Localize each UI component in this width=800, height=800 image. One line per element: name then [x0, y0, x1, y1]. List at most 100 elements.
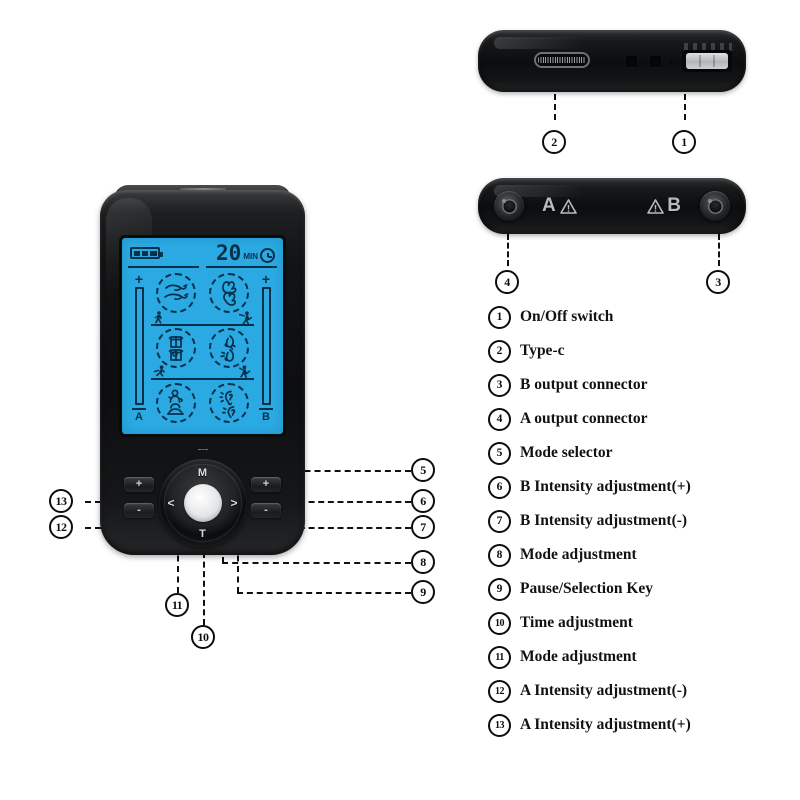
power-slider-switch[interactable]: [686, 53, 728, 69]
callout-12-a-intensity-minus[interactable]: 12: [49, 515, 73, 539]
legend-item-12[interactable]: 12 A Intensity adjustment(-): [488, 674, 788, 708]
walking-figure-icon: [154, 310, 162, 324]
a-output-jack[interactable]: [494, 191, 524, 221]
mode-cell-1[interactable]: [151, 273, 201, 314]
legend-item-6[interactable]: 6 B Intensity adjustment(+): [488, 470, 788, 504]
legend-label-11: Mode adjustment: [520, 648, 637, 665]
leader-line-1: [684, 94, 686, 120]
legend-label-2: Type-c: [520, 342, 565, 359]
mode-cell-6[interactable]: [205, 382, 255, 423]
arm-massage-icon: [155, 273, 196, 314]
legend-bubble-2: 2: [488, 339, 511, 363]
main-device-front-view: 20 MIN + A: [100, 185, 305, 555]
leader-line-7: [270, 527, 411, 529]
mode-cell-5[interactable]: [151, 382, 201, 423]
device-top-edge-view: [478, 30, 746, 92]
warning-triangle-icon-b: [647, 198, 665, 214]
battery-indicator: [130, 247, 163, 259]
leader-line-6: [270, 501, 411, 503]
dpad-time-label[interactable]: T: [199, 528, 206, 540]
legend-list: 1 On/Off switch 2 Type-c 3 B output conn…: [488, 300, 788, 742]
leader-line-4: [507, 234, 509, 266]
b-jack-inner: [707, 198, 723, 214]
callout-2-type-c[interactable]: 2: [542, 130, 566, 154]
mode-icon-grid: [150, 273, 255, 423]
callout-1-on-off-switch[interactable]: 1: [672, 130, 696, 154]
reset-pinhole: [670, 61, 673, 64]
legend-label-13: A Intensity adjustment(+): [520, 716, 691, 733]
callout-10-time-adjustment[interactable]: 10: [191, 625, 215, 649]
channel-b-intensity-bar: + B: [255, 271, 277, 423]
legend-label-10: Time adjustment: [520, 614, 633, 631]
legend-bubble-13: 13: [488, 713, 511, 737]
usb-c-port[interactable]: [534, 52, 590, 68]
callout-3-b-output-connector[interactable]: 3: [706, 270, 730, 294]
callout-5-mode-selector[interactable]: 5: [411, 458, 435, 482]
channel-a-label: A: [135, 411, 143, 423]
channel-a-bar-foot: [132, 407, 146, 410]
leader-line-2: [554, 94, 556, 120]
legend-item-9[interactable]: 9 Pause/Selection Key: [488, 572, 788, 606]
callout-9-pause-selection-key[interactable]: 9: [411, 580, 435, 604]
channel-a-plus-sign: +: [134, 271, 144, 287]
legend-item-5[interactable]: 5 Mode selector: [488, 436, 788, 470]
legend-label-12: A Intensity adjustment(-): [520, 682, 688, 699]
running-figure-icon: [153, 365, 165, 377]
mode-icon-row-1: [151, 273, 254, 314]
legend-item-11[interactable]: 11 Mode adjustment: [488, 640, 788, 674]
usb-c-pins: [538, 57, 586, 63]
legend-bubble-5: 5: [488, 441, 511, 465]
ear-massage-icon: [209, 382, 250, 423]
legend-bubble-8: 8: [488, 543, 511, 567]
legend-item-3[interactable]: 3 B output connector: [488, 368, 788, 402]
callout-8-mode-adjustment[interactable]: 8: [411, 550, 435, 574]
lcd-main-area: + A: [128, 271, 277, 423]
b-intensity-minus-button[interactable]: -: [251, 503, 281, 518]
legend-item-8[interactable]: 8 Mode adjustment: [488, 538, 788, 572]
callout-4-a-output-connector[interactable]: 4: [495, 270, 519, 294]
callout-6-b-intensity-plus[interactable]: 6: [411, 489, 435, 513]
dpad-mode-label[interactable]: M: [197, 467, 208, 479]
mode-cell-3[interactable]: [151, 328, 201, 369]
legend-label-1: On/Off switch: [520, 308, 614, 325]
lcd-content: 20 MIN + A: [122, 238, 283, 434]
torso-massage-icon: [155, 328, 196, 368]
legend-item-13[interactable]: 13 A Intensity adjustment(+): [488, 708, 788, 742]
channel-b-plus-sign: +: [261, 271, 271, 287]
shoulder-massage-icon: [155, 382, 196, 423]
channel-b-bar-track: [261, 287, 271, 405]
hand-massage-icon: [209, 273, 250, 314]
mode-icon-row-2: [151, 328, 254, 369]
legend-item-4[interactable]: 4 A output connector: [488, 402, 788, 436]
a-intensity-minus-button[interactable]: -: [124, 503, 154, 518]
mode-cell-4[interactable]: [205, 328, 255, 369]
panel-marker: [197, 449, 208, 453]
timer-display: 20 MIN: [216, 243, 275, 264]
legend-bubble-7: 7: [488, 509, 511, 533]
device-top-slot: [179, 188, 226, 191]
strap-hole-right: [650, 56, 661, 67]
mode-cell-2[interactable]: [205, 273, 255, 314]
dpad-left-label[interactable]: <: [167, 496, 175, 510]
legend-item-10[interactable]: 10 Time adjustment: [488, 606, 788, 640]
leader-line-8: [222, 562, 411, 564]
callout-11-mode-adjustment[interactable]: 11: [165, 593, 189, 617]
callout-13-a-intensity-plus[interactable]: 13: [49, 489, 73, 513]
separator-line-1: [151, 323, 254, 326]
dpad-right-label[interactable]: >: [230, 496, 238, 510]
a-intensity-plus-button[interactable]: +: [124, 477, 154, 492]
device-bottom-edge-view: A B: [478, 178, 746, 234]
b-intensity-plus-button[interactable]: +: [251, 477, 281, 492]
channel-b-letter: B: [667, 195, 682, 216]
legend-bubble-11: 11: [488, 645, 511, 669]
legend-bubble-9: 9: [488, 577, 511, 601]
strap-hole-left: [626, 56, 637, 67]
leader-line-5: [204, 470, 411, 472]
warning-triangle-icon: [559, 198, 577, 214]
legend-item-2[interactable]: 2 Type-c: [488, 334, 788, 368]
b-output-jack[interactable]: [700, 191, 730, 221]
dpad-control[interactable]: M T < >: [158, 459, 247, 547]
legend-item-1[interactable]: 1 On/Off switch: [488, 300, 788, 334]
callout-7-b-intensity-minus[interactable]: 7: [411, 515, 435, 539]
legend-item-7[interactable]: 7 B Intensity adjustment(-): [488, 504, 788, 538]
